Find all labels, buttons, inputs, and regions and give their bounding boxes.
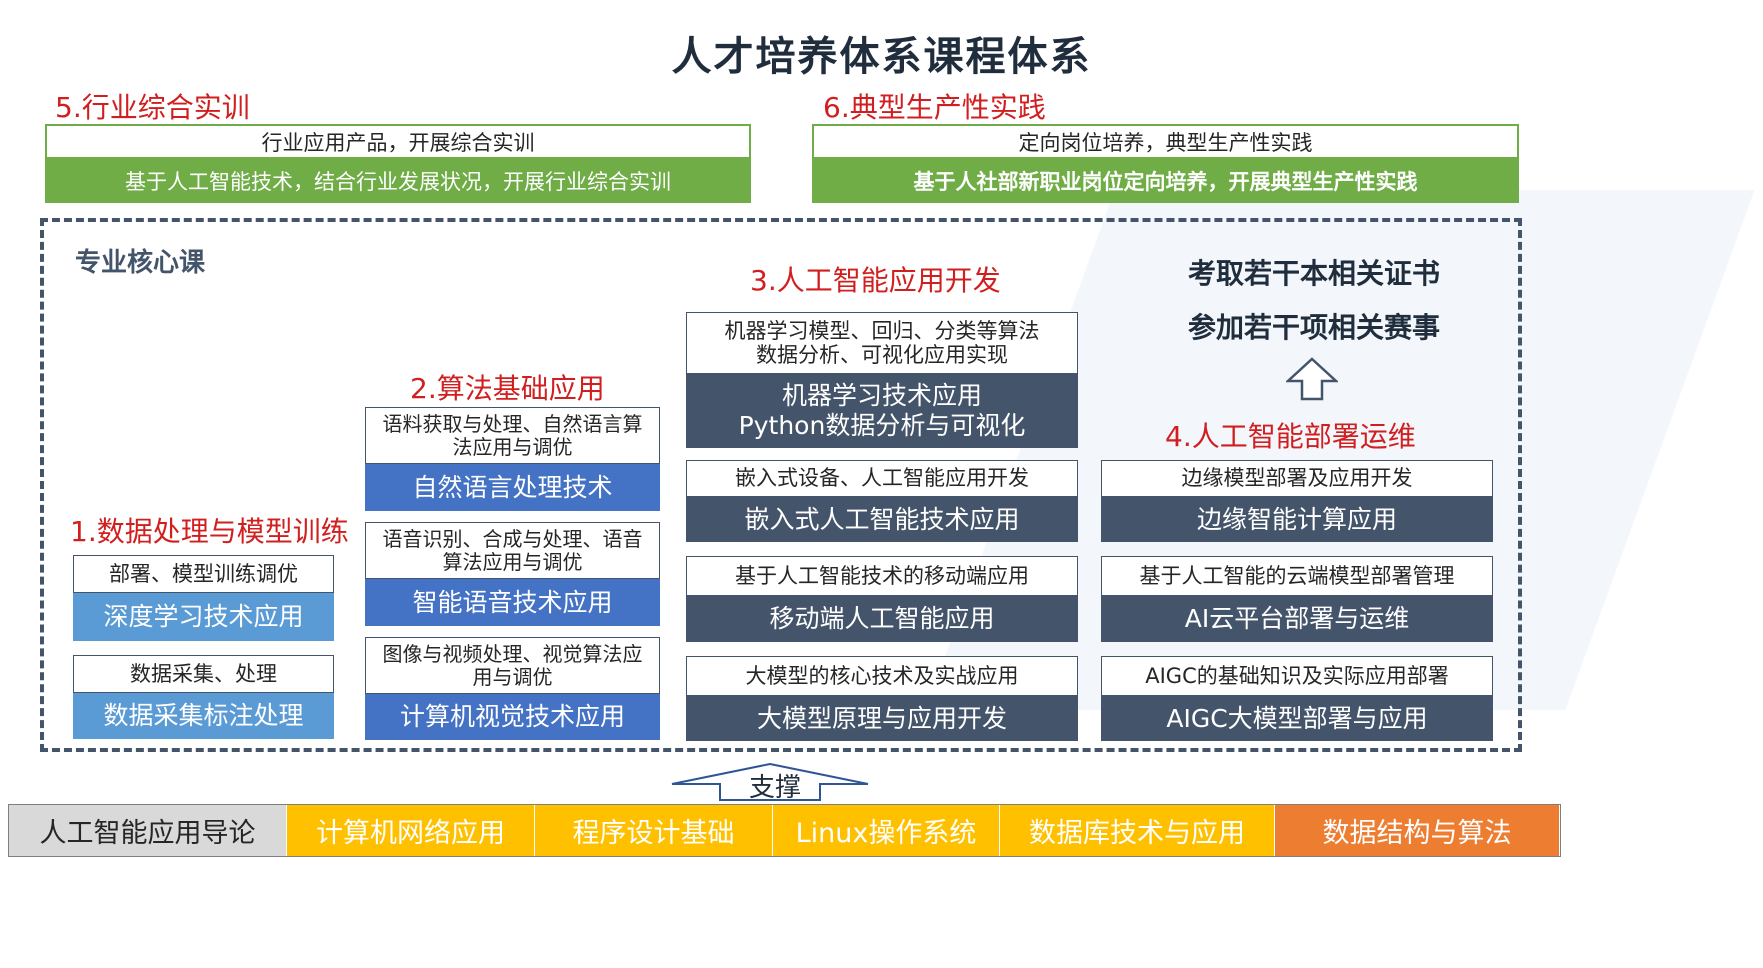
course-card: 大模型的核心技术及实战应用 大模型原理与应用开发	[686, 656, 1078, 741]
course-card-title: 计算机视觉技术应用	[365, 694, 660, 740]
course-card-title: 嵌入式人工智能技术应用	[686, 497, 1078, 542]
course-card-label: 图像与视频处理、视觉算法应用与调优	[365, 637, 660, 694]
course-card: 图像与视频处理、视觉算法应用与调优 计算机视觉技术应用	[365, 637, 660, 740]
course-card: 基于人工智能的云端模型部署管理 AI云平台部署与运维	[1101, 556, 1493, 642]
foundation-course: 程序设计基础	[535, 805, 773, 856]
course-card: 嵌入式设备、人工智能应用开发 嵌入式人工智能技术应用	[686, 460, 1078, 542]
section6-white-label: 定向岗位培养，典型生产性实践	[812, 124, 1519, 159]
foundation-course-label: 数据结构与算法	[1322, 818, 1512, 849]
course-card-title: 自然语言处理技术	[365, 464, 660, 511]
competition-text: 参加若干项相关赛事	[1188, 311, 1441, 344]
core-course-title: 专业核心课	[75, 248, 206, 278]
course-card-title: 移动端人工智能应用	[686, 596, 1078, 642]
course-card: 边缘模型部署及应用开发 边缘智能计算应用	[1101, 460, 1493, 542]
course-card-title: AIGC大模型部署与应用	[1101, 696, 1493, 741]
page-title: 人才培养体系课程体系	[671, 34, 1092, 80]
course-card: 基于人工智能技术的移动端应用 移动端人工智能应用	[686, 556, 1078, 642]
course-card-label: 大模型的核心技术及实战应用	[686, 656, 1078, 696]
course-card-label: 部署、模型训练调优	[73, 555, 334, 593]
course-card-label: 语料获取与处理、自然语言算法应用与调优	[365, 407, 660, 464]
course-card-label: 基于人工智能的云端模型部署管理	[1101, 556, 1493, 596]
foundation-course-bar: 人工智能应用导论 计算机网络应用 程序设计基础 Linux操作系统 数据库技术与…	[8, 804, 1561, 857]
course-card-title: AI云平台部署与运维	[1101, 596, 1493, 642]
course-card-title: 大模型原理与应用开发	[686, 696, 1078, 741]
section5-block: 行业应用产品，开展综合实训 基于人工智能技术，结合行业发展状况，开展行业综合实训	[45, 124, 751, 203]
course-card-label: 机器学习模型、回归、分类等算法 数据分析、可视化应用实现	[686, 312, 1078, 374]
course-card-label: 嵌入式设备、人工智能应用开发	[686, 460, 1078, 497]
course-card-title: 深度学习技术应用	[73, 593, 334, 641]
foundation-course: 计算机网络应用	[287, 805, 535, 856]
foundation-course-label: 计算机网络应用	[316, 818, 505, 849]
course-card: AIGC的基础知识及实际应用部署 AIGC大模型部署与应用	[1101, 656, 1493, 741]
support-arrow-icon	[671, 762, 869, 801]
section6-block: 定向岗位培养，典型生产性实践 基于人社部新职业岗位定向培养，开展典型生产性实践	[812, 124, 1519, 203]
course-card-title: 边缘智能计算应用	[1101, 497, 1493, 542]
foundation-course-label: Linux操作系统	[795, 818, 977, 849]
course-card-label: 语音识别、合成与处理、语音算法应用与调优	[365, 522, 660, 579]
course-card: 语音识别、合成与处理、语音算法应用与调优 智能语音技术应用	[365, 522, 660, 626]
section5-white-label: 行业应用产品，开展综合实训	[45, 124, 751, 159]
section5-title: 5.行业综合实训	[55, 91, 250, 124]
course-card-label: AIGC的基础知识及实际应用部署	[1101, 656, 1493, 696]
course-card-title: 智能语音技术应用	[365, 579, 660, 626]
cert-text: 考取若干本相关证书	[1188, 257, 1441, 290]
course-card-title: 机器学习技术应用 Python数据分析与可视化	[686, 374, 1078, 448]
section6-title: 6.典型生产性实践	[823, 91, 1046, 124]
course-card: 语料获取与处理、自然语言算法应用与调优 自然语言处理技术	[365, 407, 660, 511]
up-arrow-icon	[1286, 357, 1338, 401]
support-label: 支撑	[748, 773, 801, 803]
foundation-course: 数据结构与算法	[1275, 805, 1559, 856]
course-card-title: 数据采集标注处理	[73, 693, 334, 739]
foundation-course: Linux操作系统	[773, 805, 1000, 856]
col3-title: 3.人工智能应用开发	[750, 264, 1001, 297]
course-card: 部署、模型训练调优 深度学习技术应用	[73, 555, 334, 641]
course-card: 机器学习模型、回归、分类等算法 数据分析、可视化应用实现 机器学习技术应用 Py…	[686, 312, 1078, 448]
section5-green-label: 基于人工智能技术，结合行业发展状况，开展行业综合实训	[45, 159, 751, 203]
col1-title: 1.数据处理与模型训练	[70, 515, 349, 548]
foundation-course-label: 程序设计基础	[572, 818, 735, 849]
section6-green-label: 基于人社部新职业岗位定向培养，开展典型生产性实践	[812, 159, 1519, 203]
foundation-course: 数据库技术与应用	[1000, 805, 1275, 856]
col4-title: 4.人工智能部署运维	[1165, 420, 1416, 453]
course-card-label: 边缘模型部署及应用开发	[1101, 460, 1493, 497]
core-course-box	[40, 218, 1522, 752]
foundation-course-label: 数据库技术与应用	[1029, 818, 1245, 849]
course-card-label: 基于人工智能技术的移动端应用	[686, 556, 1078, 596]
course-card: 数据采集、处理 数据采集标注处理	[73, 655, 334, 739]
foundation-course: 人工智能应用导论	[9, 805, 287, 856]
course-card-label: 数据采集、处理	[73, 655, 334, 693]
foundation-course-label: 人工智能应用导论	[39, 818, 256, 849]
col2-title: 2.算法基础应用	[410, 372, 605, 405]
